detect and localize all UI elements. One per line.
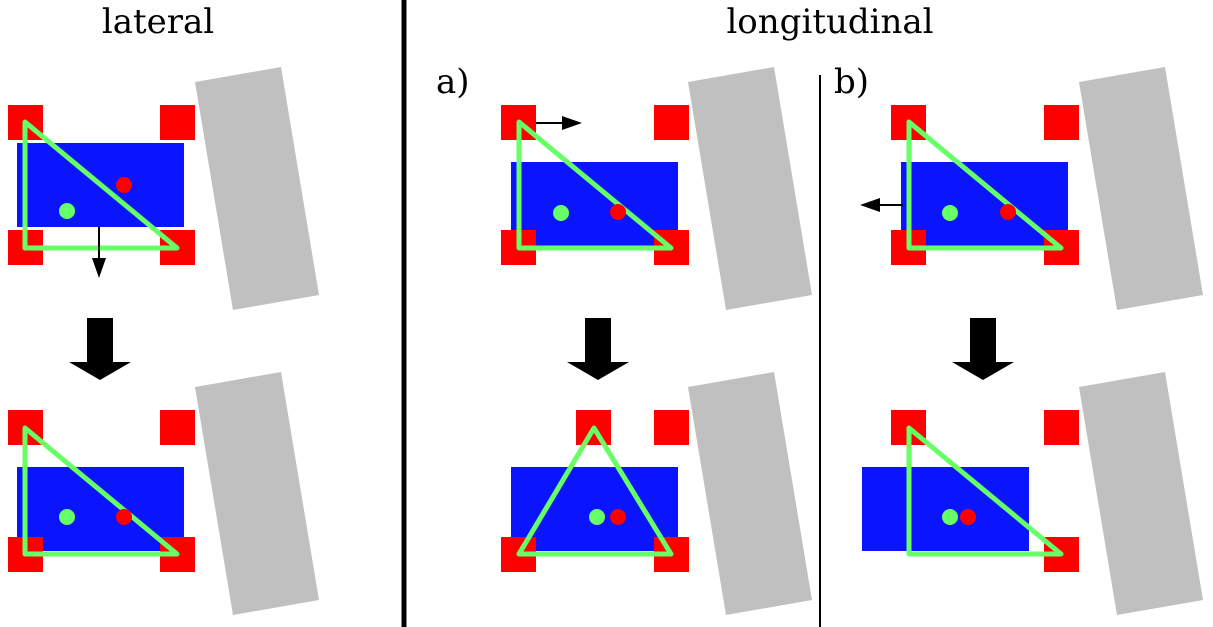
down-arrow-icon	[567, 318, 629, 380]
com-red	[960, 509, 976, 525]
com-green	[589, 509, 605, 525]
com-red	[116, 509, 132, 525]
obstacle	[195, 372, 319, 615]
foot	[654, 410, 689, 445]
com-green	[59, 203, 75, 219]
obstacle	[1079, 372, 1203, 615]
panel-a-bottom-scene	[501, 372, 812, 615]
label-panel-b: b)	[834, 62, 869, 102]
obstacle	[1079, 67, 1203, 310]
small-arrow-icon	[92, 258, 106, 278]
robot-body	[511, 467, 678, 551]
foot	[160, 410, 195, 445]
foot	[1044, 105, 1079, 140]
small-arrow-icon	[860, 198, 880, 212]
support-triangle	[22, 119, 180, 251]
panel-b-bottom-scene	[862, 372, 1203, 615]
com-red	[610, 204, 626, 220]
down-arrow-icon	[69, 318, 131, 380]
com-red	[610, 509, 626, 525]
panel-b-top-scene	[860, 67, 1203, 310]
lateral-bottom-scene	[8, 372, 319, 615]
com-green	[553, 205, 569, 221]
com-green	[942, 509, 958, 525]
obstacle	[688, 372, 812, 615]
com-red	[116, 177, 132, 193]
foot	[160, 105, 195, 140]
support-triangle	[22, 425, 180, 557]
foot	[654, 105, 689, 140]
support-triangle	[906, 119, 1064, 251]
support-triangle	[516, 425, 674, 557]
com-green	[59, 509, 75, 525]
foot	[1044, 410, 1079, 445]
small-arrow-icon	[562, 116, 582, 130]
down-arrow-icon	[952, 318, 1014, 380]
lateral-top-scene	[8, 67, 319, 310]
obstacle	[195, 67, 319, 310]
support-triangle	[516, 119, 674, 251]
com-red	[1000, 204, 1016, 220]
title-lateral: lateral	[102, 2, 214, 42]
title-longitudinal: longitudinal	[726, 2, 933, 42]
com-green	[942, 205, 958, 221]
panel-a-top-scene	[501, 67, 812, 310]
obstacle	[688, 67, 812, 310]
robot-body	[862, 467, 1029, 551]
support-triangle	[906, 425, 1064, 557]
label-panel-a: a)	[436, 62, 470, 102]
